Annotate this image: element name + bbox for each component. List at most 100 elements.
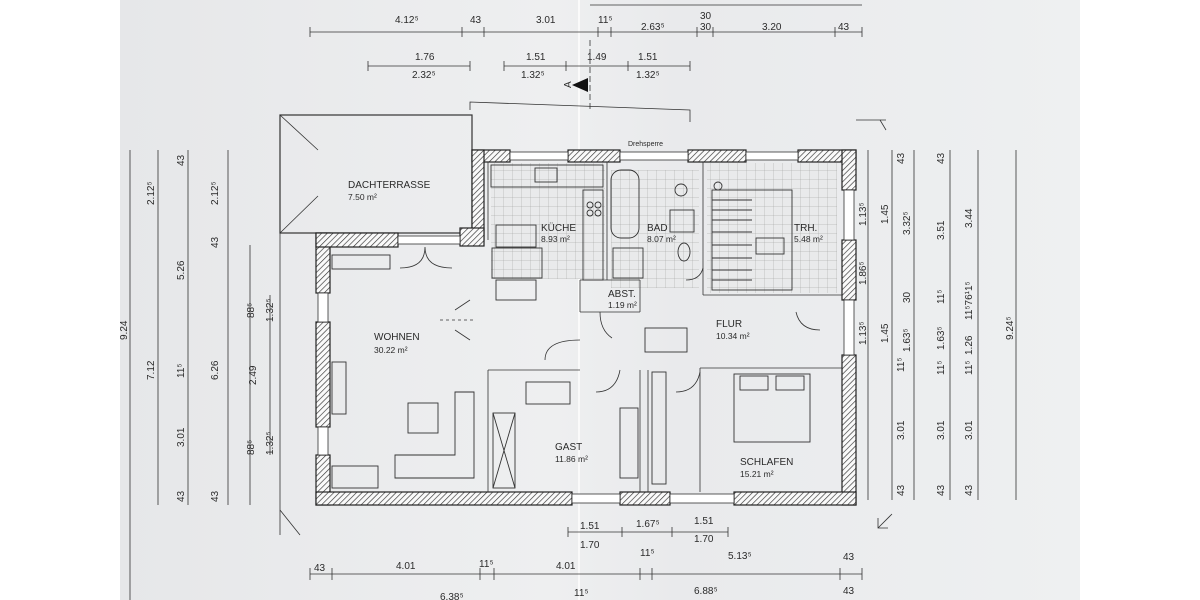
dim-left-12: 2.49 xyxy=(248,365,259,385)
trh-area: 5.48 m² xyxy=(794,234,823,244)
dim-right-4: 11⁵ xyxy=(896,357,907,372)
dim-top-row2-6: 1.32⁵ xyxy=(521,70,545,81)
dim-right-23: 11⁵ xyxy=(964,360,975,375)
dim-right-19: 43 xyxy=(936,484,947,496)
dim-right-22: 1.26 xyxy=(964,335,975,355)
furniture xyxy=(331,164,893,529)
dim-bottom-4: 1.70 xyxy=(580,540,600,551)
dim-left-8: 43 xyxy=(176,490,187,502)
kueche-area: 8.93 m² xyxy=(541,234,570,244)
dim-right-14: 3.51 xyxy=(936,220,947,240)
gast-label: GAST xyxy=(555,442,582,453)
dim-top-2: 43 xyxy=(470,15,482,26)
dim-right-20: 3.44 xyxy=(964,208,975,228)
dim-top-row2-3: 1.49 xyxy=(587,52,607,63)
dim-right-2: 1.86⁵ xyxy=(858,261,869,285)
dim-top-8: 3.20 xyxy=(762,22,782,33)
dim-left-13: 43 xyxy=(210,490,221,502)
bad-area: 8.07 m² xyxy=(647,234,676,244)
dachterrasse-area: 7.50 m² xyxy=(348,192,377,202)
dim-right-5: 3.01 xyxy=(896,420,907,440)
dim-right-11: 30 xyxy=(902,291,913,303)
interior-walls xyxy=(399,162,842,492)
flur-label: FLUR xyxy=(716,319,742,330)
dim-right-10: 3.32⁵ xyxy=(902,211,913,235)
dim-left-11: 43 xyxy=(210,236,221,248)
schlafen-area: 15.21 m² xyxy=(740,469,774,479)
dim-bottom-10: 11⁵ xyxy=(640,548,655,559)
gast-area: 11.86 m² xyxy=(555,454,588,464)
bad-label: BAD xyxy=(647,223,668,234)
dim-right-3: 1.13⁵ xyxy=(858,321,869,345)
stair-room-tiles xyxy=(707,163,837,293)
dim-left-15: 88⁵ xyxy=(246,440,257,455)
dim-left-17: 1.32⁵ xyxy=(265,431,276,455)
dim-left-16: 1.32⁵ xyxy=(265,298,276,322)
dimension-chain-right: 1.13⁵ 1.86⁵ 1.13⁵ 11⁵ 3.01 43 43 1.45 1.… xyxy=(858,150,1017,500)
dim-left-14: 88⁵ xyxy=(246,303,257,318)
dim-bottom-3: 1.51 xyxy=(694,516,714,527)
dim-bottom-6: 43 xyxy=(314,563,326,574)
dim-right-16: 1.63⁵ xyxy=(936,326,947,350)
dim-bottom-13: 6.38⁵ xyxy=(440,592,464,600)
dimension-chain-bottom: 1.51 1.67⁵ 1.51 1.70 1.70 43 4.01 11⁵ 4.… xyxy=(309,516,863,600)
dim-right-24: 3.01 xyxy=(964,420,975,440)
flur-area: 10.34 m² xyxy=(716,331,750,341)
exterior-walls: Drehsperre xyxy=(315,141,857,506)
dim-left-3: 2.12⁵ xyxy=(146,181,157,205)
dim-right-9: 1.45 xyxy=(880,323,891,343)
dim-left-7: 3.01 xyxy=(176,427,187,447)
dim-top-row2-4: 1.51 xyxy=(638,52,658,63)
dim-right-25: 43 xyxy=(964,484,975,496)
dim-left-9: 2.12⁵ xyxy=(210,181,221,205)
dim-right-13: 43 xyxy=(936,152,947,164)
dim-right-8: 1.45 xyxy=(880,204,891,224)
room-labels: KÜCHE 8.93 m² BAD 8.07 m² TRH. 5.48 m² A… xyxy=(374,222,823,479)
kueche-label: KÜCHE xyxy=(541,222,576,234)
abst-label: ABST. xyxy=(608,289,636,300)
dim-right-7: 43 xyxy=(896,152,907,164)
dim-bottom-14: 11⁵ xyxy=(574,588,589,599)
section-marker: A xyxy=(563,40,591,110)
dim-top-row2-5: 2.32⁵ xyxy=(412,70,436,81)
dim-right-1: 1.13⁵ xyxy=(858,202,869,226)
dim-top-4: 11⁵ xyxy=(598,15,613,26)
dim-right-18: 3.01 xyxy=(936,420,947,440)
kitchen-tiles xyxy=(491,163,605,279)
dim-top-row2-1: 1.76 xyxy=(415,52,435,63)
dim-left-5: 43 xyxy=(176,154,187,166)
paper-fold xyxy=(578,0,580,600)
dim-top-3: 3.01 xyxy=(536,15,556,26)
dim-bottom-2: 1.67⁵ xyxy=(636,519,660,530)
dim-bottom-12: 43 xyxy=(843,552,855,563)
dim-right-26: 9.24⁵ xyxy=(1005,316,1016,340)
dim-bottom-1: 1.51 xyxy=(580,521,600,532)
dim-right-6: 43 xyxy=(896,484,907,496)
dim-top-6: 30 xyxy=(700,11,712,22)
dim-left-1: 9.24 xyxy=(119,320,130,340)
bath-tiles xyxy=(611,170,699,288)
dimension-chain-left: 9.24 7.12 2.12⁵ 5.26 43 11⁵ 3.01 43 2.12… xyxy=(119,150,276,600)
section-label: A xyxy=(563,81,574,88)
dimension-chain-top: 4.12⁵ 43 3.01 11⁵ 2.63⁵ 30 30 3.20 43 1.… xyxy=(309,4,863,81)
dim-left-10: 6.26 xyxy=(210,360,221,380)
dim-right-12: 1.63⁵ xyxy=(902,328,913,352)
wohnen-area: 30.22 m² xyxy=(374,345,408,355)
dim-top-1: 4.12⁵ xyxy=(395,15,419,26)
dim-bottom-9: 4.01 xyxy=(556,561,576,572)
dim-top-7: 30 xyxy=(700,22,712,33)
dim-top-row2-7: 1.32⁵ xyxy=(636,70,660,81)
dim-bottom-15: 6.88⁵ xyxy=(694,586,718,597)
dim-bottom-5: 1.70 xyxy=(694,534,714,545)
dim-left-4: 5.26 xyxy=(176,260,187,280)
dim-top-row2-2: 1.51 xyxy=(526,52,546,63)
dim-top-5: 2.63⁵ xyxy=(641,22,665,33)
wohnen-label: WOHNEN xyxy=(374,332,420,343)
dim-bottom-16: 43 xyxy=(843,586,855,597)
dim-right-17: 11⁵ xyxy=(936,360,947,375)
dim-right-15: 11⁵ xyxy=(936,289,947,304)
dim-left-2: 7.12 xyxy=(146,360,157,380)
abst-area: 1.19 m² xyxy=(608,300,637,310)
dim-top-9: 43 xyxy=(838,22,850,33)
